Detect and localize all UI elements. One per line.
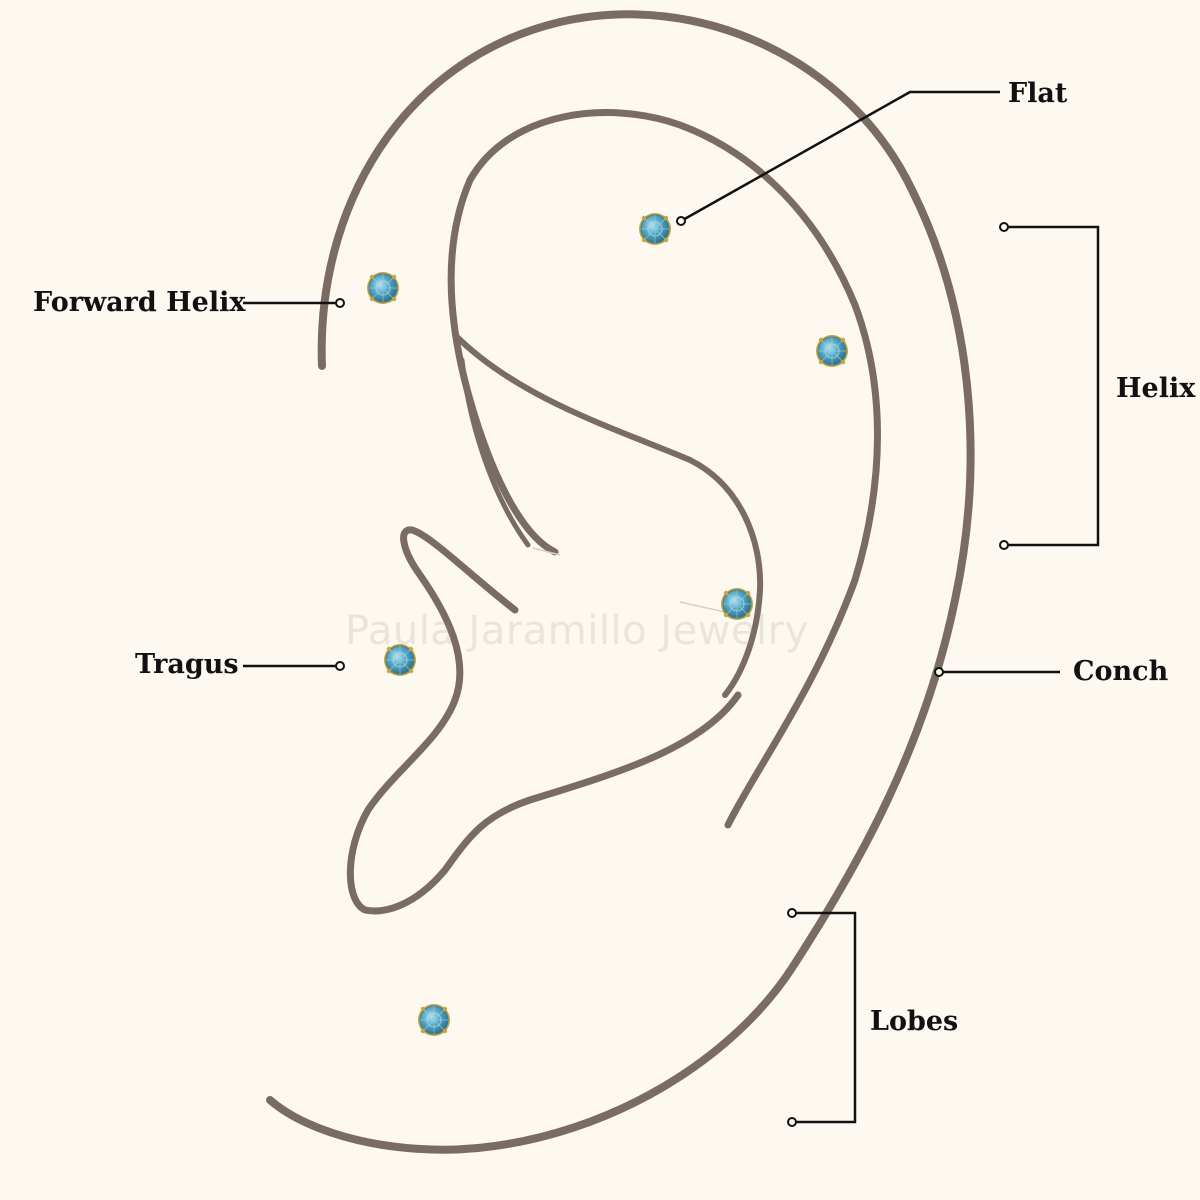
outer-helix-outline [266,10,975,1154]
flat-stud-icon [638,212,672,246]
lobe-stud-icon [417,1003,451,1037]
antihelix-fold [452,332,764,698]
tragus-leader [243,661,345,671]
label-lobes: Lobes [870,1006,959,1037]
label-flat: Flat [1008,78,1068,109]
watermark: Paula Jaramillo Jewelry [345,608,809,654]
label-forward-helix: Forward Helix [33,287,246,318]
conch-leader [934,667,1060,677]
helix-bracket [999,222,1100,550]
forward-helix-leader [243,298,345,308]
helix-stud-icon [815,334,849,368]
forward-helix-stud-icon [366,271,400,305]
concha-outline [346,526,742,915]
flat-leader [676,90,1000,226]
label-conch: Conch [1073,656,1169,687]
label-helix: Helix [1116,373,1196,404]
crus-branch [459,357,531,548]
lobes-bracket [787,908,857,1127]
label-tragus: Tragus [135,649,239,680]
